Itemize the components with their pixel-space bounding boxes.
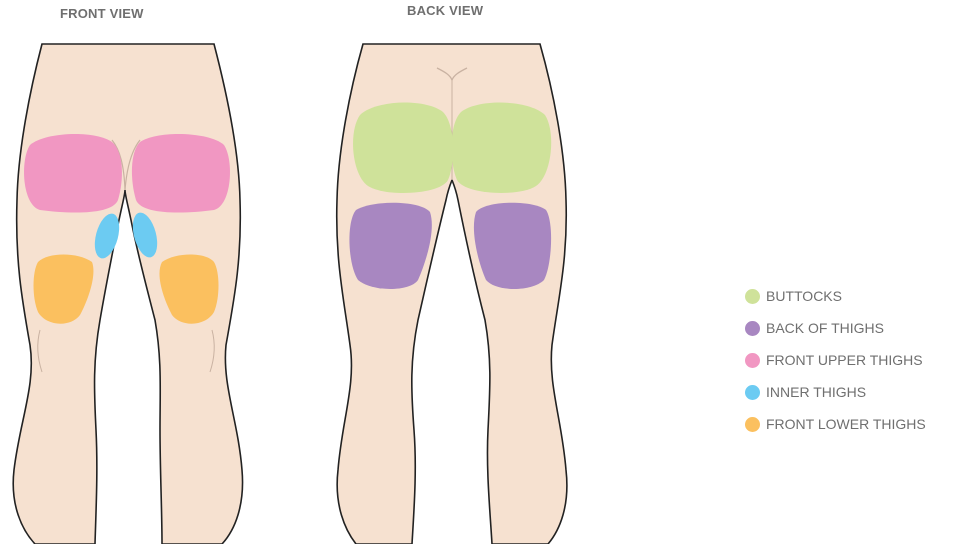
legend-swatch-back-of-thighs	[745, 321, 760, 336]
legend-item-inner-thighs: INNER THIGHS	[745, 381, 926, 403]
legend-item-back-of-thighs: BACK OF THIGHS	[745, 317, 926, 339]
zone-back-thigh-left	[349, 203, 431, 289]
zone-buttock-left	[353, 103, 453, 193]
legend-swatch-front-upper-thighs	[745, 353, 760, 368]
legend-label-inner-thighs: INNER THIGHS	[766, 384, 866, 400]
legend: BUTTOCKS BACK OF THIGHS FRONT UPPER THIG…	[745, 285, 926, 445]
legend-swatch-inner-thighs	[745, 385, 760, 400]
legend-swatch-buttocks	[745, 289, 760, 304]
zone-back-thigh-right	[474, 203, 551, 289]
legend-swatch-front-lower-thighs	[745, 417, 760, 432]
zone-buttock-right	[451, 103, 551, 193]
legend-item-buttocks: BUTTOCKS	[745, 285, 926, 307]
legend-label-back-of-thighs: BACK OF THIGHS	[766, 320, 884, 336]
legend-item-front-lower-thighs: FRONT LOWER THIGHS	[745, 413, 926, 435]
zone-front-upper-thigh-right	[132, 134, 230, 213]
legend-item-front-upper-thighs: FRONT UPPER THIGHS	[745, 349, 926, 371]
front-view-figure	[13, 44, 242, 544]
legend-label-buttocks: BUTTOCKS	[766, 288, 842, 304]
legend-label-front-lower-thighs: FRONT LOWER THIGHS	[766, 416, 926, 432]
legend-label-front-upper-thighs: FRONT UPPER THIGHS	[766, 352, 923, 368]
zone-front-upper-thigh-left	[24, 134, 122, 213]
back-view-figure	[337, 44, 567, 544]
